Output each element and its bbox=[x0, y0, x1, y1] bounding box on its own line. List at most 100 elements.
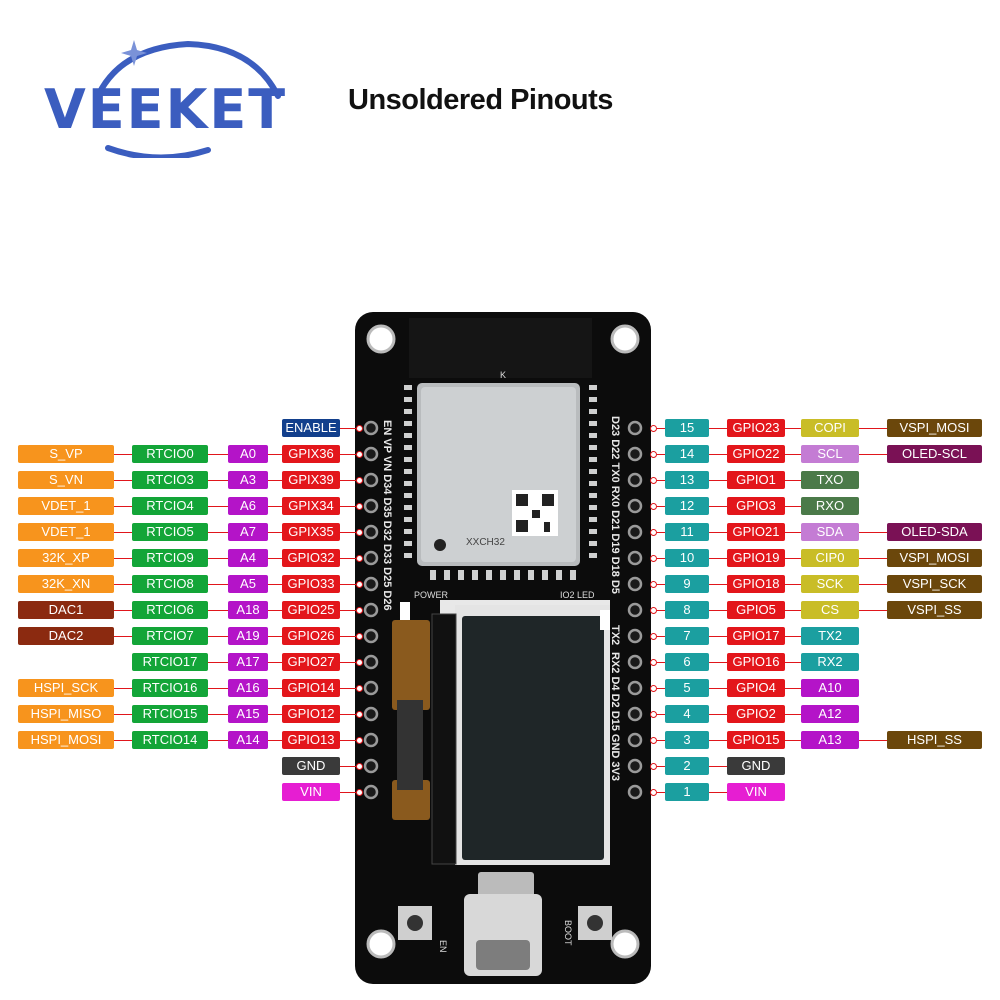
connector-line bbox=[114, 688, 132, 689]
right-gpio-label: VIN bbox=[727, 783, 785, 801]
left-func-label: 32K_XP bbox=[18, 549, 114, 567]
header-pin-pad bbox=[627, 628, 643, 644]
left-analog-label: A18 bbox=[228, 601, 268, 619]
connector-line bbox=[785, 662, 801, 663]
connector-line bbox=[268, 532, 282, 533]
connector-line bbox=[340, 740, 358, 741]
pin-marker bbox=[650, 763, 657, 770]
pin-marker bbox=[650, 425, 657, 432]
right-pin-number: 15 bbox=[665, 419, 709, 437]
header-pin-pad bbox=[363, 498, 379, 514]
left-func-label: DAC1 bbox=[18, 601, 114, 619]
right-gpio-label: GPIO3 bbox=[727, 497, 785, 515]
right-gpio-label: GPIO5 bbox=[727, 601, 785, 619]
header-pin-pad bbox=[363, 420, 379, 436]
pin-marker bbox=[650, 477, 657, 484]
connector-line bbox=[268, 688, 282, 689]
left-analog-label: A7 bbox=[228, 523, 268, 541]
left-func-label: VDET_1 bbox=[18, 497, 114, 515]
pin-marker bbox=[356, 685, 363, 692]
header-pin-pad bbox=[363, 446, 379, 462]
connector-line bbox=[340, 766, 358, 767]
connector-line bbox=[709, 532, 727, 533]
connector-line bbox=[208, 506, 228, 507]
right-func-label: SDA bbox=[801, 523, 859, 541]
connector-line bbox=[208, 454, 228, 455]
right-pin-number: 9 bbox=[665, 575, 709, 593]
right-func-label: CIP0 bbox=[801, 549, 859, 567]
connector-line bbox=[268, 610, 282, 611]
connector-line bbox=[709, 766, 727, 767]
header-pin-pad bbox=[627, 550, 643, 566]
connector-line bbox=[268, 636, 282, 637]
connector-line bbox=[340, 506, 358, 507]
header-pin-pad bbox=[363, 732, 379, 748]
right-bus-label: VSPI_SCK bbox=[887, 575, 982, 593]
connector-line bbox=[114, 454, 132, 455]
brand-logo-text: VEEKET bbox=[44, 78, 288, 141]
connector-line bbox=[208, 558, 228, 559]
connector-line bbox=[208, 688, 228, 689]
pin-marker bbox=[356, 737, 363, 744]
connector-line bbox=[657, 610, 665, 611]
left-rtcio-label: RTCIO6 bbox=[132, 601, 208, 619]
right-silkscreen-bottom: RX2 D4 D2 D15 GND 3V3 bbox=[609, 652, 621, 781]
right-gpio-label: GPIO15 bbox=[727, 731, 785, 749]
connector-line bbox=[268, 558, 282, 559]
left-rtcio-label: RTCIO4 bbox=[132, 497, 208, 515]
connector-line bbox=[657, 558, 665, 559]
connector-line bbox=[208, 636, 228, 637]
connector-line bbox=[208, 584, 228, 585]
right-bus-label: OLED-SDA bbox=[887, 523, 982, 541]
connector-line bbox=[785, 714, 801, 715]
left-analog-label: A16 bbox=[228, 679, 268, 697]
connector-line bbox=[785, 506, 801, 507]
right-pin-number: 2 bbox=[665, 757, 709, 775]
connector-line bbox=[657, 454, 665, 455]
left-rtcio-label: RTCIO7 bbox=[132, 627, 208, 645]
pin-marker bbox=[650, 633, 657, 640]
left-rtcio-label: RTCIO16 bbox=[132, 679, 208, 697]
brand-logo-mark bbox=[93, 40, 281, 158]
connector-line bbox=[859, 532, 887, 533]
connector-line bbox=[657, 766, 665, 767]
connector-line bbox=[859, 428, 887, 429]
connector-line bbox=[340, 532, 358, 533]
pin-marker bbox=[356, 503, 363, 510]
header-pin-pad bbox=[627, 680, 643, 696]
left-rtcio-label: RTCIO17 bbox=[132, 653, 208, 671]
left-gpio-label: GPIX39 bbox=[282, 471, 340, 489]
header-pin-pad bbox=[363, 602, 379, 618]
connector-line bbox=[709, 636, 727, 637]
right-gpio-label: GPIO1 bbox=[727, 471, 785, 489]
connector-line bbox=[709, 428, 727, 429]
right-gpio-label: GPIO21 bbox=[727, 523, 785, 541]
connector-line bbox=[709, 792, 727, 793]
pin-marker bbox=[356, 425, 363, 432]
left-analog-label: A14 bbox=[228, 731, 268, 749]
left-analog-label: A5 bbox=[228, 575, 268, 593]
connector-line bbox=[114, 714, 132, 715]
left-silkscreen: EN VP VN D34 D35 D32 D33 D25 D26 bbox=[381, 420, 393, 611]
header-pin-pad bbox=[363, 576, 379, 592]
boot-button-label: BOOT bbox=[563, 920, 573, 946]
header-pin-pad bbox=[627, 446, 643, 462]
right-func-label: A12 bbox=[801, 705, 859, 723]
connector-line bbox=[709, 454, 727, 455]
right-gpio-label: GPIO19 bbox=[727, 549, 785, 567]
connector-line bbox=[208, 610, 228, 611]
left-analog-label: A17 bbox=[228, 653, 268, 671]
right-gpio-label: GPIO4 bbox=[727, 679, 785, 697]
header-pin-pad bbox=[363, 654, 379, 670]
right-bus-label: OLED-SCL bbox=[887, 445, 982, 463]
right-func-label: COPI bbox=[801, 419, 859, 437]
header-pin-pad bbox=[363, 784, 379, 800]
right-func-label: RXO bbox=[801, 497, 859, 515]
pin-marker bbox=[650, 451, 657, 458]
connector-line bbox=[785, 688, 801, 689]
right-silkscreen-top: D23 D22 TX0 RX0 D21 D19 D18 D5 bbox=[609, 416, 621, 594]
right-bus-label: VSPI_MOSI bbox=[887, 549, 982, 567]
header-pin-pad bbox=[627, 420, 643, 436]
left-gpio-label: ENABLE bbox=[282, 419, 340, 437]
left-gpio-label: GPIO27 bbox=[282, 653, 340, 671]
